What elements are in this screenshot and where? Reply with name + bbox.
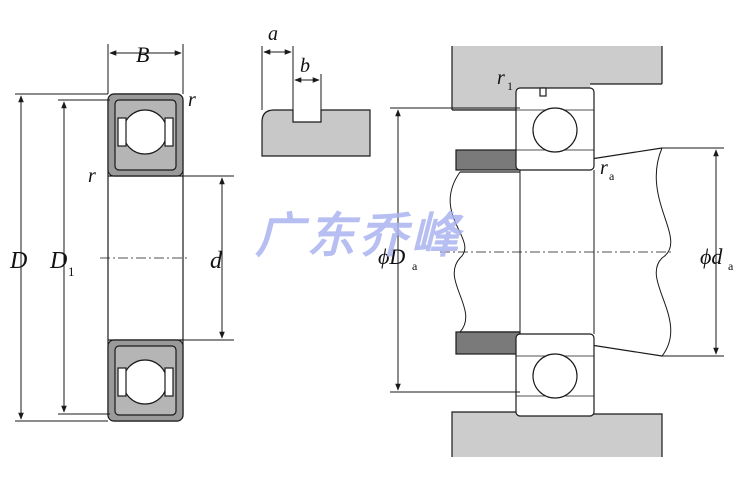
label-b: b bbox=[300, 55, 310, 77]
bottom-ring-section bbox=[107, 339, 184, 422]
top-ring-section bbox=[107, 93, 184, 177]
housing-top bbox=[452, 46, 662, 110]
top-ball bbox=[122, 109, 168, 155]
label-D: D bbox=[9, 248, 27, 274]
label-r1-sub: 1 bbox=[507, 79, 513, 93]
bearing-section-view bbox=[100, 93, 190, 422]
label-phi-da: ϕd bbox=[700, 244, 723, 269]
mounted-ball-bottom bbox=[532, 353, 578, 399]
shaft-break-left bbox=[449, 171, 467, 333]
label-phi-Da-sub: a bbox=[412, 259, 418, 273]
label-r-left: r bbox=[88, 165, 96, 187]
label-d: d bbox=[210, 248, 223, 274]
mounted-ball-top bbox=[532, 107, 578, 153]
label-D1-sub: 1 bbox=[68, 264, 75, 279]
label-B: B bbox=[136, 42, 149, 67]
watermark-logo: 广东乔峰 bbox=[255, 208, 465, 264]
shaft-break-right bbox=[655, 147, 672, 357]
collar-bottom bbox=[455, 331, 521, 355]
label-D1: D bbox=[49, 248, 67, 274]
label-ra: r bbox=[600, 157, 608, 179]
label-a: a bbox=[268, 23, 278, 45]
label-phi-Da: ϕD bbox=[378, 244, 405, 269]
groove-body bbox=[261, 109, 371, 157]
mounting-view bbox=[440, 46, 672, 457]
label-phi-da-sub: a bbox=[728, 259, 734, 273]
bottom-ball bbox=[122, 359, 168, 405]
label-ra-sub: a bbox=[609, 169, 615, 183]
label-r1: r bbox=[497, 67, 505, 89]
groove-detail-view bbox=[261, 46, 371, 157]
housing-bottom bbox=[452, 408, 662, 457]
label-r-top: r bbox=[188, 89, 196, 111]
dimension-lines-left bbox=[15, 44, 234, 422]
collar-top bbox=[455, 149, 521, 171]
dimension-lines-right bbox=[390, 107, 724, 393]
